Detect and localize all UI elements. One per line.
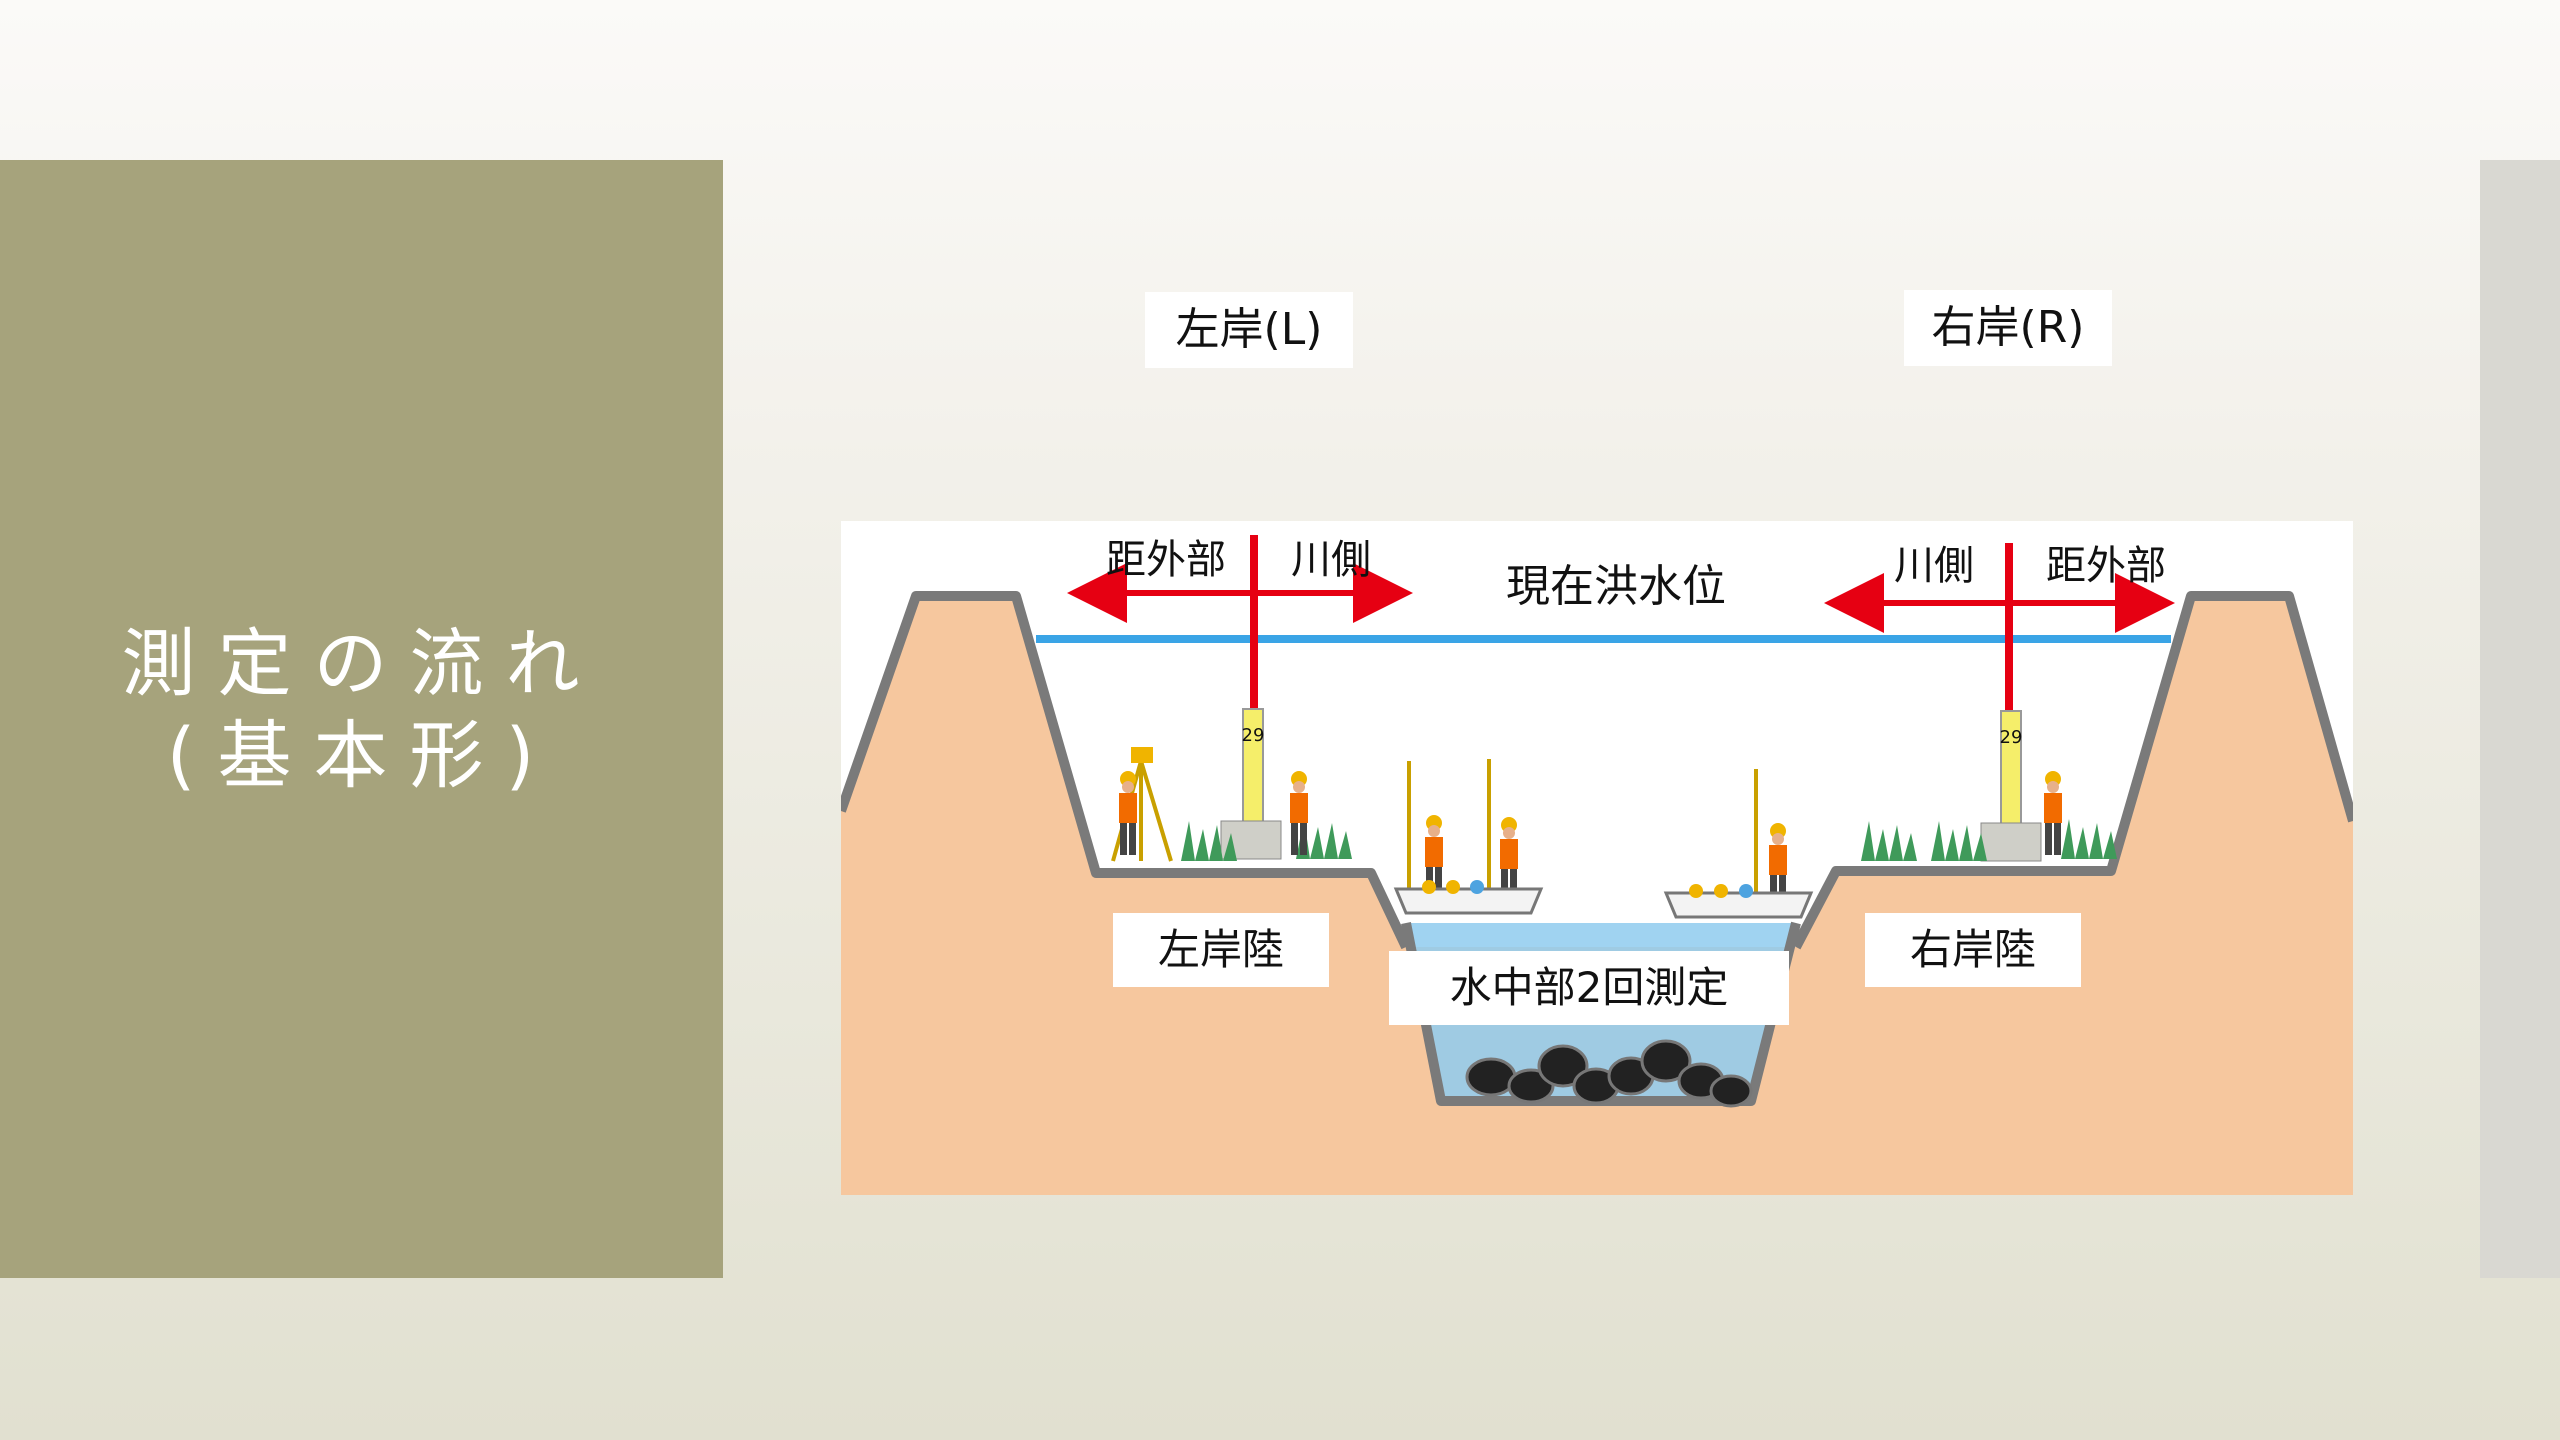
right-land-label: 右岸陸: [1910, 925, 2036, 974]
left-boat: [1393, 880, 1544, 915]
right-pole-mark: 29: [2000, 727, 2023, 748]
left-inner-label: 川側: [1291, 537, 1371, 583]
slide-title: 測定の流れ (基本形): [0, 618, 723, 802]
right-land-label-box: [1865, 913, 2081, 987]
left-land-label-box: [1113, 913, 1329, 987]
underwater-label-box: [1389, 951, 1789, 1025]
right-accent-panel: [2480, 160, 2560, 1278]
right-benchmark-block: [1980, 822, 2042, 862]
right-inner-label: 川側: [1894, 543, 1974, 589]
slide-title-line1: 測定の流れ: [121, 621, 602, 707]
right-outer-label: 距外部: [2046, 543, 2166, 589]
cross-section-svg: 現在洪水位 距外部 川側 川側 距外部 29 29: [841, 521, 2353, 1195]
flood-level-label: 現在洪水位: [1506, 561, 1726, 612]
bank-slope-outline: [841, 591, 2353, 950]
left-measuring-pole: 29: [1242, 708, 1265, 840]
ground-fill: [841, 596, 2353, 1195]
slide-title-line2: (基本形): [166, 713, 557, 799]
right-bank-label: 右岸(R): [1904, 290, 2112, 366]
left-outer-label: 距外部: [1106, 537, 1226, 583]
left-surveyor-tripod: [1111, 747, 1173, 862]
left-land-label: 左岸陸: [1158, 925, 1284, 974]
underwater-label: 水中部2回測定: [1450, 963, 1729, 1012]
left-pole-mark: 29: [1242, 725, 1265, 746]
river-cross-section-diagram: 現在洪水位 距外部 川側 川側 距外部 29 29: [841, 521, 2353, 1195]
riverbed-stones: [1465, 1039, 1753, 1108]
title-panel: [0, 160, 723, 1278]
right-boat: [1663, 884, 1814, 919]
left-bank-label: 左岸(L): [1145, 292, 1353, 368]
right-measuring-pole: 29: [2000, 710, 2023, 842]
